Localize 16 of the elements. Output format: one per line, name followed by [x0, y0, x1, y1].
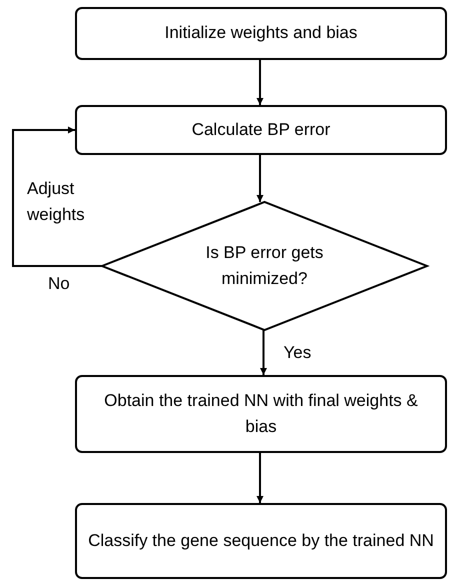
arrow — [256, 60, 264, 105]
arrow — [256, 155, 264, 202]
node-text: Is BP error gets minimized? — [206, 242, 324, 288]
process-box — [75, 503, 447, 579]
process-box — [75, 375, 447, 453]
node-text: Calculate BP error — [192, 120, 330, 139]
process-box — [75, 7, 447, 60]
node-text: Obtain the trained NN with final weights & bias — [104, 390, 418, 436]
process-box — [75, 105, 447, 155]
node-text: Classify the gene sequence by the trained NN — [88, 530, 434, 550]
note-text: Adjust weights — [27, 178, 86, 226]
node-text: Initialize weights and bias — [164, 23, 358, 42]
decision-diamond — [99, 200, 430, 332]
arrow — [260, 330, 267, 375]
arrow — [256, 453, 264, 503]
arrow — [12, 126, 102, 267]
